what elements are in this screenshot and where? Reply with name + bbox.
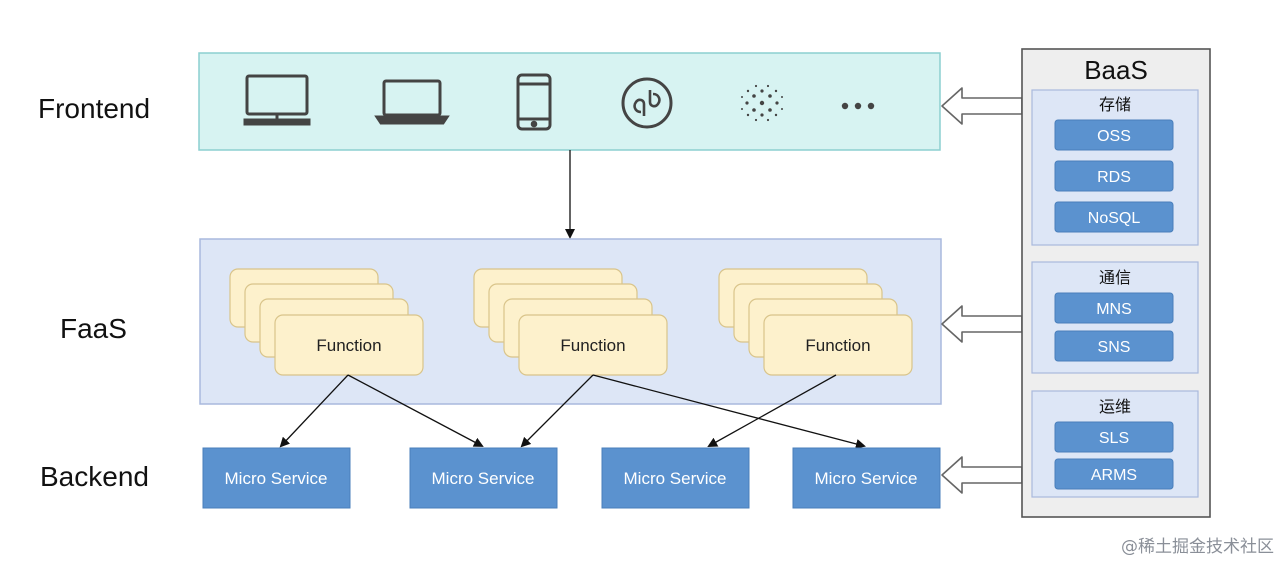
function-to-service-arrow (279, 374, 349, 448)
watermark-text: @稀土掘金技术社区 (1121, 537, 1274, 557)
baas-service-sns (1054, 330, 1174, 362)
baas-service-label: OSS (1097, 128, 1131, 145)
baas-service-label: SNS (1098, 339, 1131, 356)
baas-service-oss (1054, 119, 1174, 151)
baas-service-label: MNS (1096, 301, 1132, 318)
smartphone-icon (516, 73, 552, 131)
baas-group-title: 存储 (1099, 95, 1131, 114)
baas-service-arms (1054, 458, 1174, 490)
function-label: Function (316, 336, 381, 355)
function-to-service-arrow (707, 374, 837, 447)
micro-service-label: Micro Service (624, 469, 727, 488)
baas-service-label: SLS (1099, 430, 1129, 447)
frontend-layer-box (198, 52, 941, 151)
micro-service-box (409, 447, 558, 509)
micro-service-box (202, 447, 351, 509)
baas-service-nosql (1054, 201, 1174, 233)
more-dots-icon (841, 102, 875, 110)
function-stack: Function (229, 268, 424, 376)
baas-group-title: 运维 (1099, 397, 1131, 416)
baas-service-label: NoSQL (1088, 210, 1141, 227)
frontend-layer-label: Frontend (38, 93, 150, 124)
desktop-monitor-icon (243, 74, 311, 126)
baas-service-label: ARMS (1091, 467, 1137, 484)
micro-service-label: Micro Service (432, 469, 535, 488)
function-stack: Function (718, 268, 913, 376)
baas-to-frontend-arrow (941, 87, 1023, 125)
baas-to-faas-arrow (941, 305, 1023, 343)
micro-service-box (601, 447, 750, 509)
function-to-service-arrow (347, 374, 484, 447)
baas-to-backend-arrow (941, 456, 1023, 494)
function-card (763, 314, 913, 376)
baas-service-rds (1054, 160, 1174, 192)
baas-service-mns (1054, 292, 1174, 324)
function-label: Function (805, 336, 870, 355)
micro-service-label: Micro Service (815, 469, 918, 488)
laptop-icon (374, 79, 450, 125)
faas-layer-label: FaaS (60, 313, 127, 344)
baas-service-sls (1054, 421, 1174, 453)
function-stack: Function (473, 268, 668, 376)
micro-service-box (792, 447, 941, 509)
baas-service-label: RDS (1097, 169, 1131, 186)
baas-title: BaaS (1084, 55, 1148, 85)
baas-group-title: 通信 (1099, 268, 1131, 287)
mini-program-icon (621, 77, 673, 129)
function-label: Function (560, 336, 625, 355)
micro-service-label: Micro Service (225, 469, 328, 488)
function-to-service-arrow (520, 374, 594, 448)
function-to-service-arrow (592, 374, 866, 449)
iot-icon (741, 84, 783, 122)
backend-layer-label: Backend (40, 461, 149, 492)
